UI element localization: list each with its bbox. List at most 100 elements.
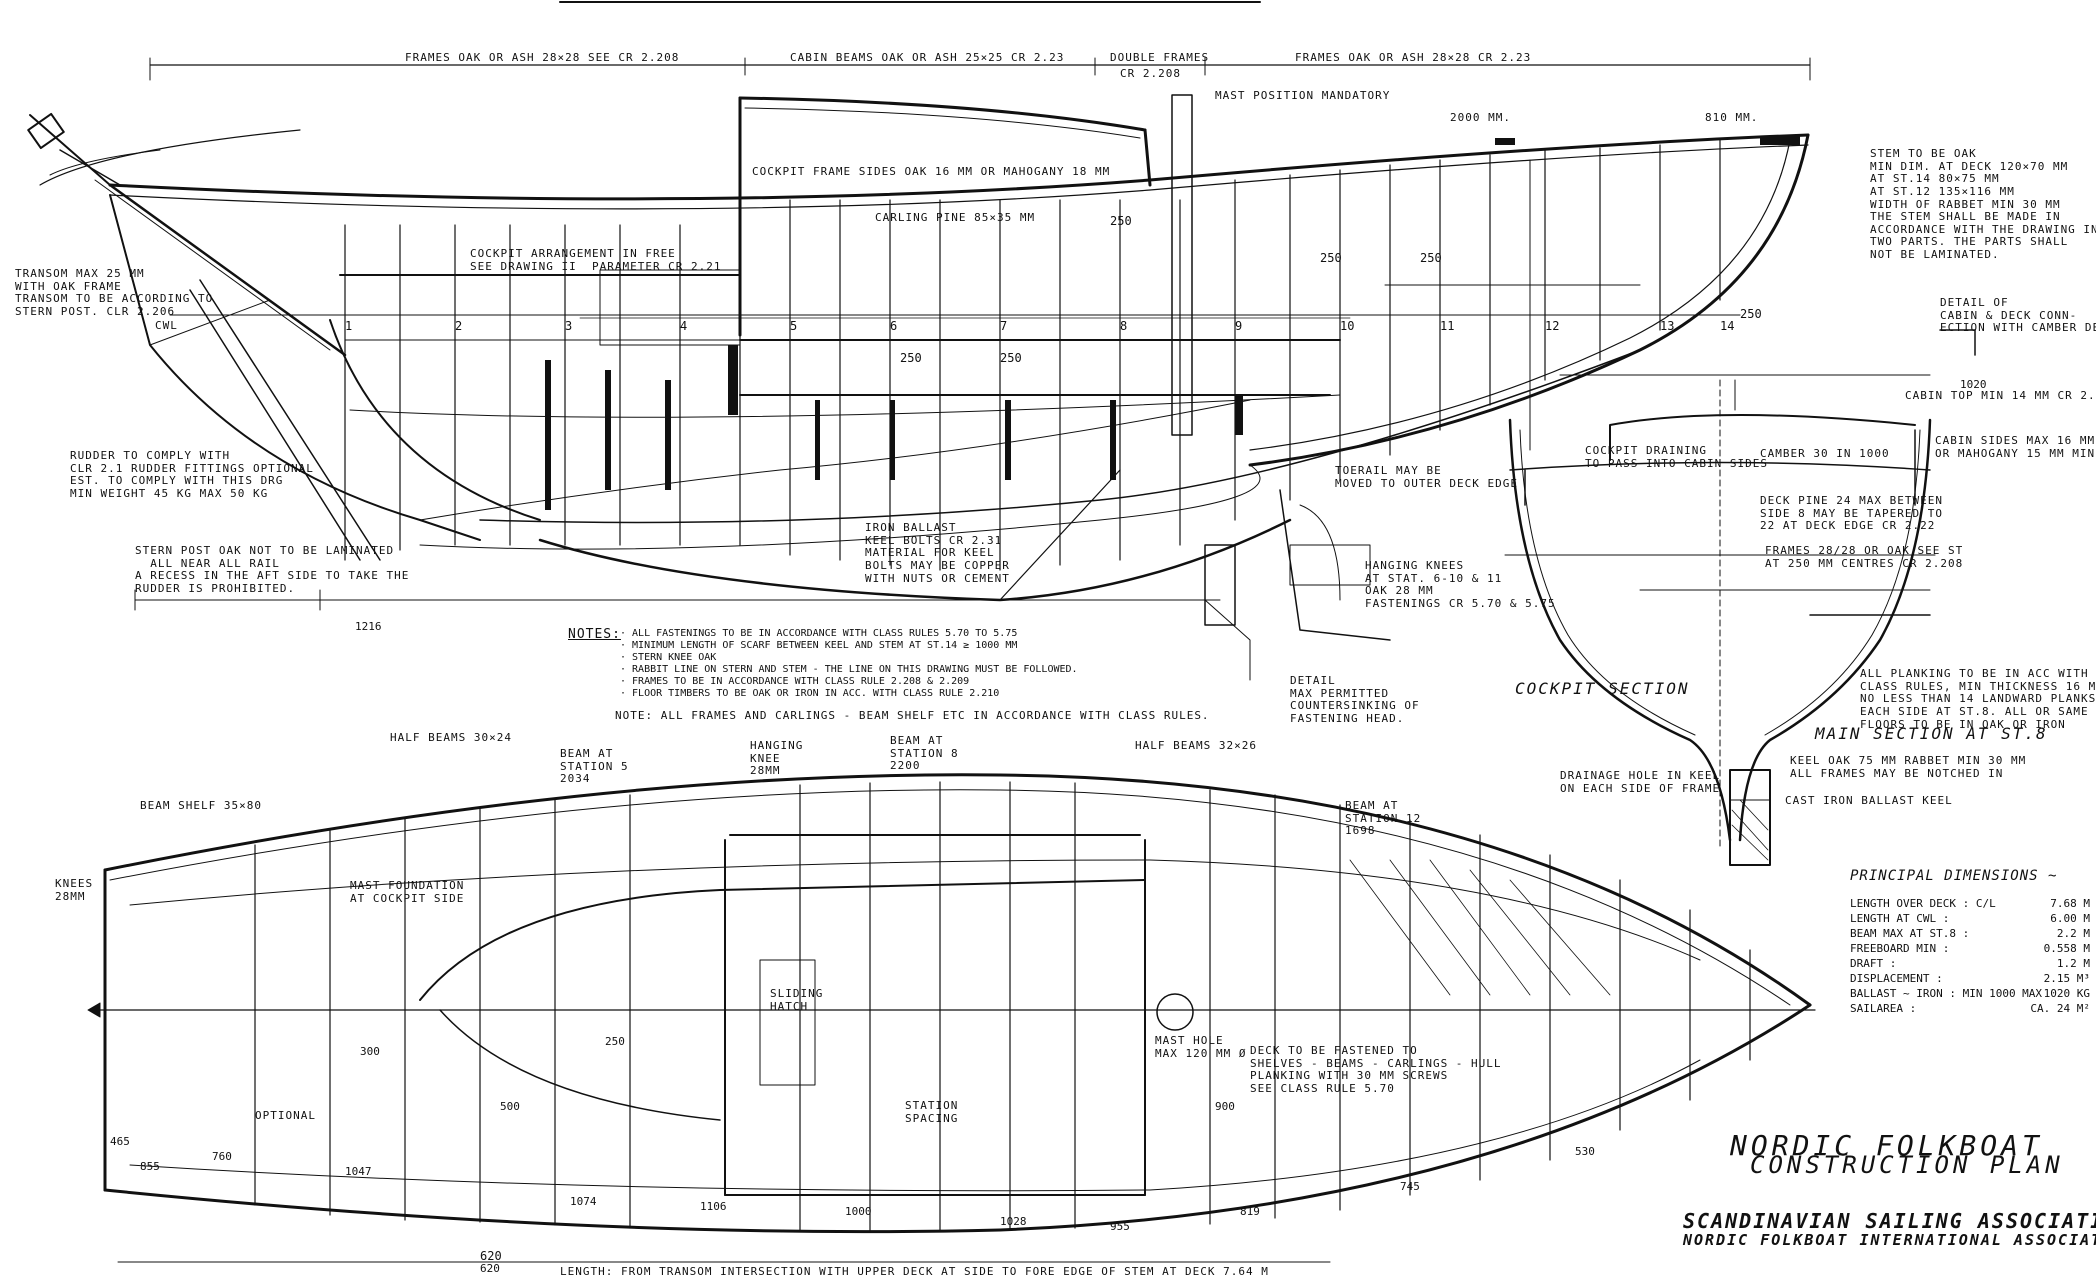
half-beams-fwd: HALF BEAMS 32×26 (1135, 739, 1257, 752)
cockpit-frames-callout: COCKPIT FRAME SIDES OAK 16 MM OR MAHOGAN… (752, 165, 1111, 178)
svg-text:250: 250 (1000, 351, 1022, 365)
mast-hole-label: MAST HOLE MAX 120 MM Ø (1155, 1034, 1247, 1060)
dimension-value-label: 465 (110, 1135, 130, 1148)
dimension-value-label: 1047 (345, 1165, 372, 1178)
dimension-label: SAILAREA : (1850, 1002, 1917, 1016)
length-note: LENGTH: FROM TRANSOM INTERSECTION WITH U… (560, 1265, 1269, 1278)
dimension-value-label: 1216 (355, 620, 382, 633)
dimension-value: 2.2 M (2056, 927, 2090, 941)
cwl-label: CWL (155, 319, 178, 332)
note-line: · ALL FASTENINGS TO BE IN ACCORDANCE WIT… (620, 628, 1018, 639)
dimension-value-label: 855 (140, 1160, 160, 1173)
dimension-value: 1020 kg (2043, 987, 2090, 1001)
svg-text:5: 5 (790, 319, 797, 333)
svg-text:11: 11 (1440, 319, 1454, 333)
dim-double-frames: DOUBLE FRAMES (1110, 51, 1210, 64)
svg-text:3: 3 (565, 319, 572, 333)
note-line: · STERN KNEE OAK (620, 652, 717, 663)
ballast-keel-callout: CAST IRON BALLAST KEEL (1785, 794, 1953, 807)
dim-frames-fwd: FRAMES OAK OR ASH 28×28 CR 2.23 (1295, 51, 1532, 64)
dimension-label: FREEBOARD MIN : (1850, 942, 1950, 956)
svg-text:13: 13 (1660, 319, 1674, 333)
dimension-label: DRAFT : (1850, 957, 1897, 971)
svg-text:250: 250 (1110, 214, 1132, 228)
svg-text:9: 9 (1235, 319, 1242, 333)
hanging-knee-label: HANGING KNEE 28MM (750, 739, 804, 778)
dimension-label: DISPLACEMENT : (1850, 972, 1943, 986)
svg-text:250: 250 (900, 351, 922, 365)
planking-callout: ALL PLANKING TO BE IN ACC WITH CLASS RUL… (1860, 667, 2096, 731)
drain-callout: DRAINAGE HOLE IN KEEL ON EACH SIDE OF FR… (1560, 769, 1721, 795)
cockpit-arrangement-callout: COCKPIT ARRANGEMENT IN FREE SEE DRAWING … (470, 247, 722, 273)
svg-text:250: 250 (1740, 307, 1762, 321)
beam-shelf-label: BEAM SHELF 35×80 (140, 799, 262, 812)
station-spacing-label: STATION SPACING (905, 1099, 959, 1125)
deck-fastening-callout: DECK TO BE FASTENED TO SHELVES - BEAMS -… (1250, 1044, 1502, 1095)
beam-station-8: BEAM AT STATION 8 2200 (890, 734, 959, 773)
dimension-value: CA. 24 M² (2030, 1002, 2090, 1016)
toerail-callout: TOERAIL MAY BE MOVED TO OUTER DECK EDGE (1335, 464, 1518, 490)
svg-text:250: 250 (1420, 251, 1442, 265)
dim-forward: 810 mm. (1705, 111, 1759, 124)
mast-position-callout: MAST POSITION MANDATORY (1215, 89, 1391, 102)
cockpit-section-label: COCKPIT SECTION (1515, 679, 1690, 698)
dimension-value: 7.68 M (2050, 897, 2090, 911)
note-line: · MINIMUM LENGTH OF SCARF BETWEEN KEEL A… (620, 640, 1018, 651)
dimension-value-label: 500 (500, 1100, 520, 1113)
cabin-sides-callout: CABIN SIDES MAX 16 MM MIN OR MAHOGANY 15… (1935, 434, 2096, 460)
svg-text:6: 6 (890, 319, 897, 333)
dimension-label: BEAM MAX AT ST.8 : (1850, 927, 1970, 941)
dimension-value-label: 620 (480, 1262, 500, 1275)
half-beams-aft: HALF BEAMS 30×24 (390, 731, 512, 744)
frames-spacing-callout: FRAMES 28/28 OR OAK SEE ST AT 250 MM CEN… (1765, 544, 1964, 570)
fastening-detail-callout: DETAIL MAX PERMITTED COUNTERSINKING OF F… (1290, 674, 1420, 725)
svg-text:8: 8 (1120, 319, 1127, 333)
dimension-value-label: 1028 (1000, 1215, 1027, 1228)
dimension-label: LENGTH OVER DECK : c/L (1850, 897, 1996, 911)
cockpit-drain-callout: COCKPIT DRAINING TO PASS INTO CABIN SIDE… (1585, 444, 1768, 470)
dimension-row: DRAFT :1.2 M (1850, 956, 2090, 971)
svg-text:620: 620 (480, 1249, 502, 1263)
principal-dimensions-table: PRINCIPAL DIMENSIONS ~ LENGTH OVER DECK … (1850, 868, 2090, 1016)
ballast-callout: IRON BALLAST KEEL BOLTS CR 2.31 MATERIAL… (865, 521, 1010, 585)
svg-text:14: 14 (1720, 319, 1734, 333)
note-line: · FRAMES TO BE IN ACCORDANCE WITH CLASS … (620, 676, 970, 687)
svg-text:1: 1 (345, 319, 352, 333)
sliding-hatch-label: SLIDING HATCH (770, 987, 824, 1013)
class-association-name: NORDIC FOLKBOAT INTERNATIONAL ASSOCIATIO… (1683, 1231, 2096, 1249)
note-line: · RABBIT LINE ON STERN AND STEM - THE LI… (620, 664, 1078, 675)
main-section-label: MAIN SECTION AT ST.8 (1815, 724, 2048, 743)
cabin-top-callout: CABIN TOP MIN 14 MM CR 2.3 (1905, 389, 2096, 402)
dimension-row: LENGTH OVER DECK : c/L 7.68 M (1850, 896, 2090, 911)
dimension-row: DISPLACEMENT : 2.15 M³ (1850, 971, 2090, 986)
dimension-value-label: 819 (1240, 1205, 1260, 1218)
notes-block: NOTES: · ALL FASTENINGS TO BE IN ACCORDA… (568, 627, 1158, 699)
dim-frames-aft: FRAMES OAK OR ASH 28×28 SEE CR 2.208 (405, 51, 680, 64)
dimension-value-label: 955 (1110, 1220, 1130, 1233)
dimension-value-label: 1020 (1960, 378, 1987, 391)
dimension-value-label: 900 (1215, 1100, 1235, 1113)
svg-text:4: 4 (680, 319, 687, 333)
svg-text:7: 7 (1000, 319, 1007, 333)
sternpost-callout: STERN POST OAK NOT TO BE LAMINATED ALL N… (135, 544, 410, 595)
dimension-value-label: 250 (605, 1035, 625, 1048)
dimension-row: FREEBOARD MIN :0.558 M (1850, 941, 2090, 956)
keel-callout: KEEL OAK 75 MM RABBET MIN 30 MM ALL FRAM… (1790, 754, 2027, 780)
svg-text:250: 250 (1320, 251, 1342, 265)
dimension-value-label: 1074 (570, 1195, 597, 1208)
dimension-value: 2.15 M³ (2043, 972, 2090, 986)
carling-callout: CARLING PINE 85×35 MM (875, 211, 1036, 224)
notes-heading: NOTES: (568, 627, 621, 642)
dimension-row: LENGTH AT CWL :6.00 M (1850, 911, 2090, 926)
dimensions-heading: PRINCIPAL DIMENSIONS ~ (1850, 868, 2058, 884)
dim-cabin-beams: CABIN BEAMS OAK OR ASH 25×25 CR 2.23 (790, 51, 1065, 64)
svg-text:2: 2 (455, 319, 462, 333)
svg-text:10: 10 (1340, 319, 1354, 333)
dimension-value-label: 530 (1575, 1145, 1595, 1158)
drawing-title: NORDIC FOLKBOAT (1730, 1129, 2043, 1162)
frames-note: NOTE: ALL FRAMES AND CARLINGS - BEAM SHE… (615, 709, 1210, 722)
dimension-label: BALLAST ~ IRON : MIN 1000 MAX (1850, 987, 2043, 1001)
